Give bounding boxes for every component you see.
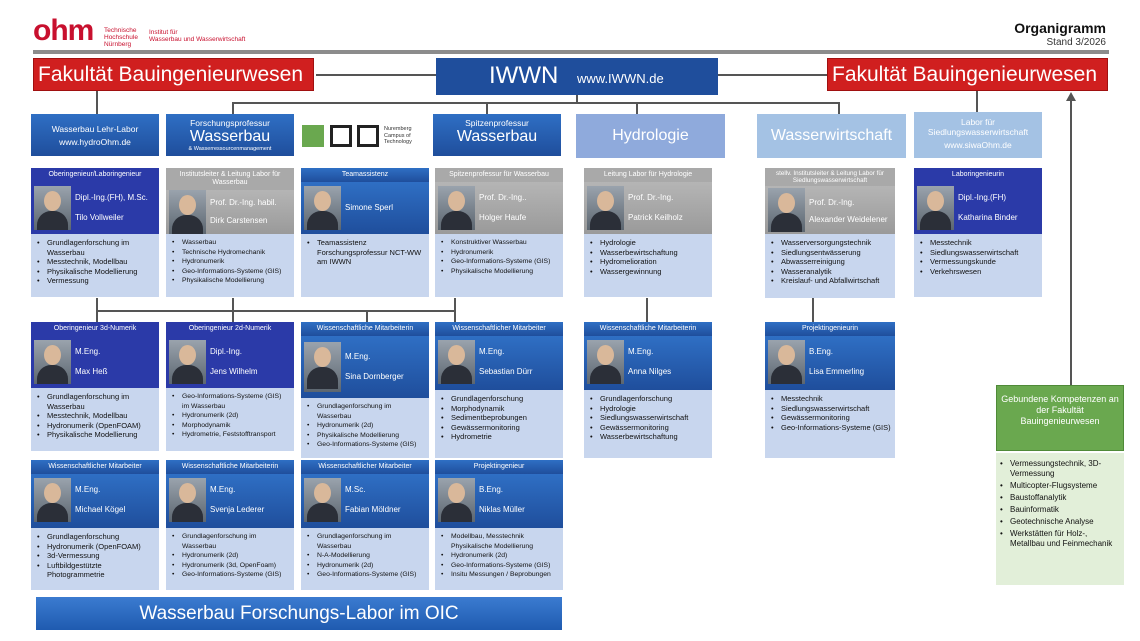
task-list: Grundlagenforschung Morphodynamik Sedime… <box>435 390 563 458</box>
task-list: Grundlagenforschung im Wasserbau N-A-Mod… <box>301 528 429 590</box>
person-photo <box>438 478 475 522</box>
task-list: Hydrologie Wasserbewirtschaftung Hydrome… <box>584 234 712 297</box>
person-photo <box>169 340 206 384</box>
iwwn-title: IWWN <box>489 62 559 89</box>
dept-forschungsprofessur-wasserbau: Forschungsprofessur Wasserbau & Wasserre… <box>166 114 294 156</box>
task-list: Grundlagenforschung Hydrologie Siedlungs… <box>584 390 712 458</box>
dept-wasserbau-lehrlabor: Wasserbau Lehr-Labor www.hydroOhm.de <box>31 114 159 156</box>
person-photo <box>34 186 71 230</box>
page-date: Stand 3/2026 <box>1046 37 1107 48</box>
person-photo <box>169 190 206 234</box>
person-photo <box>587 186 624 230</box>
page-title: Organigramm <box>1014 20 1106 36</box>
task-list: Grundlagenforschung im Wasserbau Messtec… <box>31 388 159 451</box>
fakultaet-banner-right: Fakultät Bauingenieurwesen <box>827 58 1108 91</box>
person-photo <box>768 340 805 384</box>
person-card-row3-2: Wissenschaftliche Mitarbeiterin M.Eng. S… <box>166 460 294 590</box>
dept-labor-siedlungswasserwirtschaft: Labor für Siedlungswasserwirtschaft www.… <box>914 112 1042 158</box>
person-card-row2-4: Wissenschaftlicher Mitarbeiter M.Eng. Se… <box>435 322 563 458</box>
person-photo <box>304 342 341 392</box>
person-photo <box>304 478 341 522</box>
person-photo <box>34 340 71 384</box>
person-card-row1-1: Oberingenieur/Laboringenieur Dipl.-Ing.(… <box>31 168 159 297</box>
task-list: Konstruktiver Wasserbau Hydronumerik Geo… <box>435 234 563 297</box>
task-list: Wasserbau Technische Hydromechanik Hydro… <box>166 234 294 297</box>
fakultaet-banner-left: Fakultät Bauingenieurwesen <box>33 58 314 91</box>
dept-hydrologie: Hydrologie <box>576 114 725 158</box>
task-list: Grundlagenforschung im Wasserbau Messtec… <box>31 234 159 297</box>
task-list: Messtechnik Siedlungswasserwirtschaft Ve… <box>914 234 1042 297</box>
task-list: Wasserversorgungstechnik Siedlungsentwäs… <box>765 234 895 298</box>
person-card-row3-4: Projektingenieur B.Eng. Niklas Müller Mo… <box>435 460 563 590</box>
person-photo <box>768 188 805 232</box>
person-card-row1-6: stellv. Institutsleiter & Leitung Labor … <box>765 168 895 298</box>
dept-wasserwirtschaft: Wasserwirtschaft <box>757 114 906 158</box>
task-list: Grundlagenforschung im Wasserbau Hydronu… <box>301 398 429 458</box>
header-divider <box>33 50 1109 54</box>
person-card-row3-3: Wissenschaftlicher Mitarbeiter M.Sc. Fab… <box>301 460 429 590</box>
person-card-row2-1: Oberingenieur 3d-Numerik M.Eng. Max Heß … <box>31 322 159 451</box>
logo-subtitle-university: Technische Hochschule Nürnberg <box>104 27 138 48</box>
person-card-row1-4: Spitzenprofessur für Wasserbau Prof. Dr.… <box>435 168 563 297</box>
person-photo <box>169 478 206 522</box>
logo-wordmark: ohm <box>33 14 94 47</box>
person-card-row3-1: Wissenschaftlicher Mitarbeiter M.Eng. Mi… <box>31 460 159 590</box>
person-photo <box>304 186 341 230</box>
person-photo <box>438 186 475 230</box>
forschungslabor-banner: Wasserbau Forschungs-Labor im OIC <box>36 597 562 630</box>
person-card-row2-3: Wissenschaftliche Mitarbeiterin M.Eng. S… <box>301 322 429 458</box>
iwwn-header: IWWN www.IWWN.de <box>436 58 718 95</box>
task-list: Geo-Informations-Systeme (GIS) im Wasser… <box>166 388 294 451</box>
kompetenzen-list: Vermessungstechnik, 3D-Vermessung Multic… <box>996 453 1124 585</box>
iwwn-url: www.IWWN.de <box>577 71 664 86</box>
person-card-row2-5: Wissenschaftliche Mitarbeiterin M.Eng. A… <box>584 322 712 458</box>
person-card-row1-7: Laboringenieurin Dipl.-Ing.(FH) Katharin… <box>914 168 1042 297</box>
nct-campus-logo: Nuremberg Campus of Technology <box>302 123 414 149</box>
person-card-row1-3: Teamassistenz Simone Sperl Teamassistenz… <box>301 168 429 297</box>
task-list: Grundlagenforschung im Wasserbau Hydronu… <box>166 528 294 590</box>
dept-spitzenprofessur-wasserbau: Spitzenprofessur Wasserbau <box>433 114 561 156</box>
person-card-row1-5: Leitung Labor für Hydrologie Prof. Dr.-I… <box>584 168 712 297</box>
task-list: Grundlagenforschung Hydronumerik (OpenFO… <box>31 528 159 590</box>
task-list: Messtechnik Siedlungswasserwirtschaft Ge… <box>765 390 895 458</box>
task-list: Teamassistenz Forschungsprofessur NCT-WW… <box>301 234 429 297</box>
person-card-row2-2: Oberingenieur 2d-Numerik Dipl.-Ing. Jens… <box>166 322 294 451</box>
ohm-logo: ohm Technische Hochschule Nürnberg Insti… <box>33 14 273 50</box>
task-list: Modellbau, Messtechnik Physikalische Mod… <box>435 528 563 590</box>
person-photo <box>587 340 624 384</box>
person-card-row1-2: Institutsleiter & Leitung Labor für Wass… <box>166 168 294 297</box>
person-card-row2-6: Projektingenieurin B.Eng. Lisa Emmerling… <box>765 322 895 458</box>
person-photo <box>438 340 475 384</box>
person-photo <box>34 478 71 522</box>
kompetenzen-header: Gebundene Kompetenzen an der Fakultät Ba… <box>996 385 1124 451</box>
logo-subtitle-institute: Institut für Wasserbau und Wasserwirtsch… <box>149 29 246 43</box>
person-photo <box>917 186 954 230</box>
